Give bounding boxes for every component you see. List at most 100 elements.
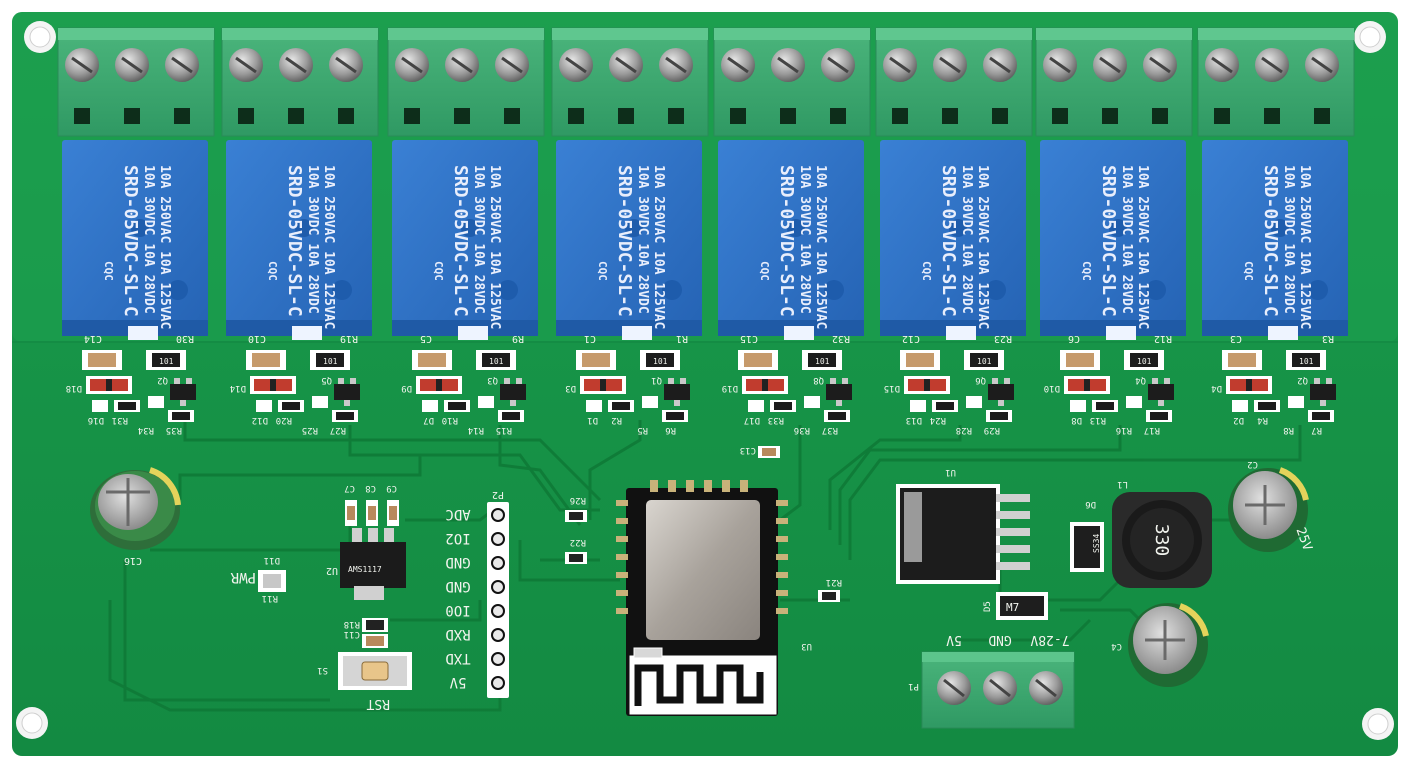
esp-shield-can (646, 500, 760, 640)
relay-res-label: R12 (1154, 333, 1172, 344)
screw-terminal-7[interactable] (1035, 27, 1193, 137)
relay-cap-label: C12 (902, 333, 920, 344)
svg-text:SS34: SS34 (1092, 534, 1101, 553)
svg-text:TXD: TXD (445, 650, 470, 666)
capacitor-c4 (1128, 603, 1209, 687)
smd-code: 101 (1137, 357, 1152, 366)
resistor-label-3: R15 (496, 425, 512, 435)
svg-text:C16: C16 (124, 555, 142, 566)
reset-button[interactable] (338, 652, 412, 690)
pwr-label: PWR (230, 569, 256, 585)
relay-model: SRD-05VDC-SL-C (938, 165, 959, 317)
diode-label: D19 (722, 383, 738, 393)
svg-text:U2: U2 (326, 565, 338, 576)
diode-label-2: D16 (88, 415, 104, 425)
svg-text:C2: C2 (1247, 459, 1258, 469)
smd-code: 101 (159, 357, 174, 366)
resistor-label-1: R2 (611, 415, 622, 425)
smd-code: 101 (1299, 357, 1314, 366)
svg-text:P2: P2 (492, 489, 504, 500)
svg-text:R11: R11 (262, 593, 278, 603)
screw-terminal-1[interactable] (57, 27, 215, 137)
relay-rating-1: 10A 250VAC 10A 125VAC (487, 165, 502, 329)
relay-cap-label: C14 (84, 333, 102, 344)
diode-label-2: D12 (252, 415, 268, 425)
relay-cap-label: C1 (584, 333, 596, 344)
svg-text:AMS1117: AMS1117 (348, 565, 382, 574)
screw-terminal-2[interactable] (221, 27, 379, 137)
svg-text:M7: M7 (1006, 601, 1019, 614)
screw-terminal-3[interactable] (387, 27, 545, 137)
screw-terminal-8[interactable] (1197, 27, 1355, 137)
screw-terminal-4[interactable] (551, 27, 709, 137)
diode-label: D4 (1211, 383, 1222, 393)
relay-cap-label: C5 (420, 333, 432, 344)
svg-text:GND: GND (988, 632, 1012, 647)
svg-text:5V: 5V (946, 632, 962, 647)
relay-cap-label: C10 (248, 333, 266, 344)
relay-rating-1: 10A 250VAC 10A 125VAC (157, 165, 172, 329)
diode-label-2: D7 (423, 415, 434, 425)
diode-label: D3 (565, 383, 576, 393)
svg-text:5V: 5V (449, 674, 466, 690)
diode-label-2: D8 (1071, 415, 1082, 425)
screw-terminal-6[interactable] (875, 27, 1033, 137)
relay-rating-1: 10A 250VAC 10A 125VAC (651, 165, 666, 329)
diode-label-2: D2 (1233, 415, 1244, 425)
esp-resistors (565, 446, 840, 602)
screw-terminal-5[interactable] (713, 27, 871, 137)
resistor-label-2: R25 (302, 425, 318, 435)
resistor-label-3: R37 (822, 425, 838, 435)
relay-cap-label: C6 (1068, 333, 1080, 344)
resistor-label-3: R29 (984, 425, 1000, 435)
transistor-label: Q4 (1135, 375, 1146, 385)
diode-label: D15 (884, 383, 900, 393)
smd-code: 101 (323, 357, 338, 366)
esp-wifi-module (616, 480, 788, 716)
relay-cert: CQC (920, 261, 933, 281)
relay-res-label: R19 (340, 333, 358, 344)
relay-cap-label: C15 (740, 333, 758, 344)
relay-cap-label: C3 (1230, 333, 1242, 344)
diode-label: D9 (401, 383, 412, 393)
resistor-label-2: R36 (794, 425, 810, 435)
relay-rating-2: 10A 30VDC 10A 28VDC (959, 165, 974, 314)
relay-cert: CQC (432, 261, 445, 281)
resistor-label-3: R7 (1311, 425, 1322, 435)
pcb-antenna (634, 664, 764, 706)
silkscreen-labels: PWR D11 R11 U2 C7 C8 C9 C16 R18 C11 S1 R… (124, 445, 1258, 711)
inductor-l1: 330 (1112, 492, 1212, 588)
svg-text:RXD: RXD (445, 626, 470, 642)
relay-res-label: R23 (994, 333, 1012, 344)
relay-rating-1: 10A 250VAC 10A 125VAC (975, 165, 990, 329)
resistor-label-1: R10 (442, 415, 458, 425)
resistor-label-2: R16 (1116, 425, 1132, 435)
relay-model: SRD-05VDC-SL-C (1260, 165, 1281, 317)
resistor-label-1: R24 (930, 415, 946, 425)
buck-regulator (896, 484, 1030, 584)
diode-label-2: D1 (587, 415, 598, 425)
power-terminal-p1[interactable] (921, 651, 1075, 729)
relay-res-label: R30 (176, 333, 194, 344)
svg-text:D6: D6 (1085, 499, 1096, 509)
relay-model: SRD-05VDC-SL-C (614, 165, 635, 317)
power-pin-labels: 5V GND 7-28V (946, 632, 1070, 647)
svg-text:GND: GND (445, 578, 470, 594)
resistor-label-2: R34 (138, 425, 154, 435)
relay-rating-2: 10A 30VDC 10A 28VDC (305, 165, 320, 314)
